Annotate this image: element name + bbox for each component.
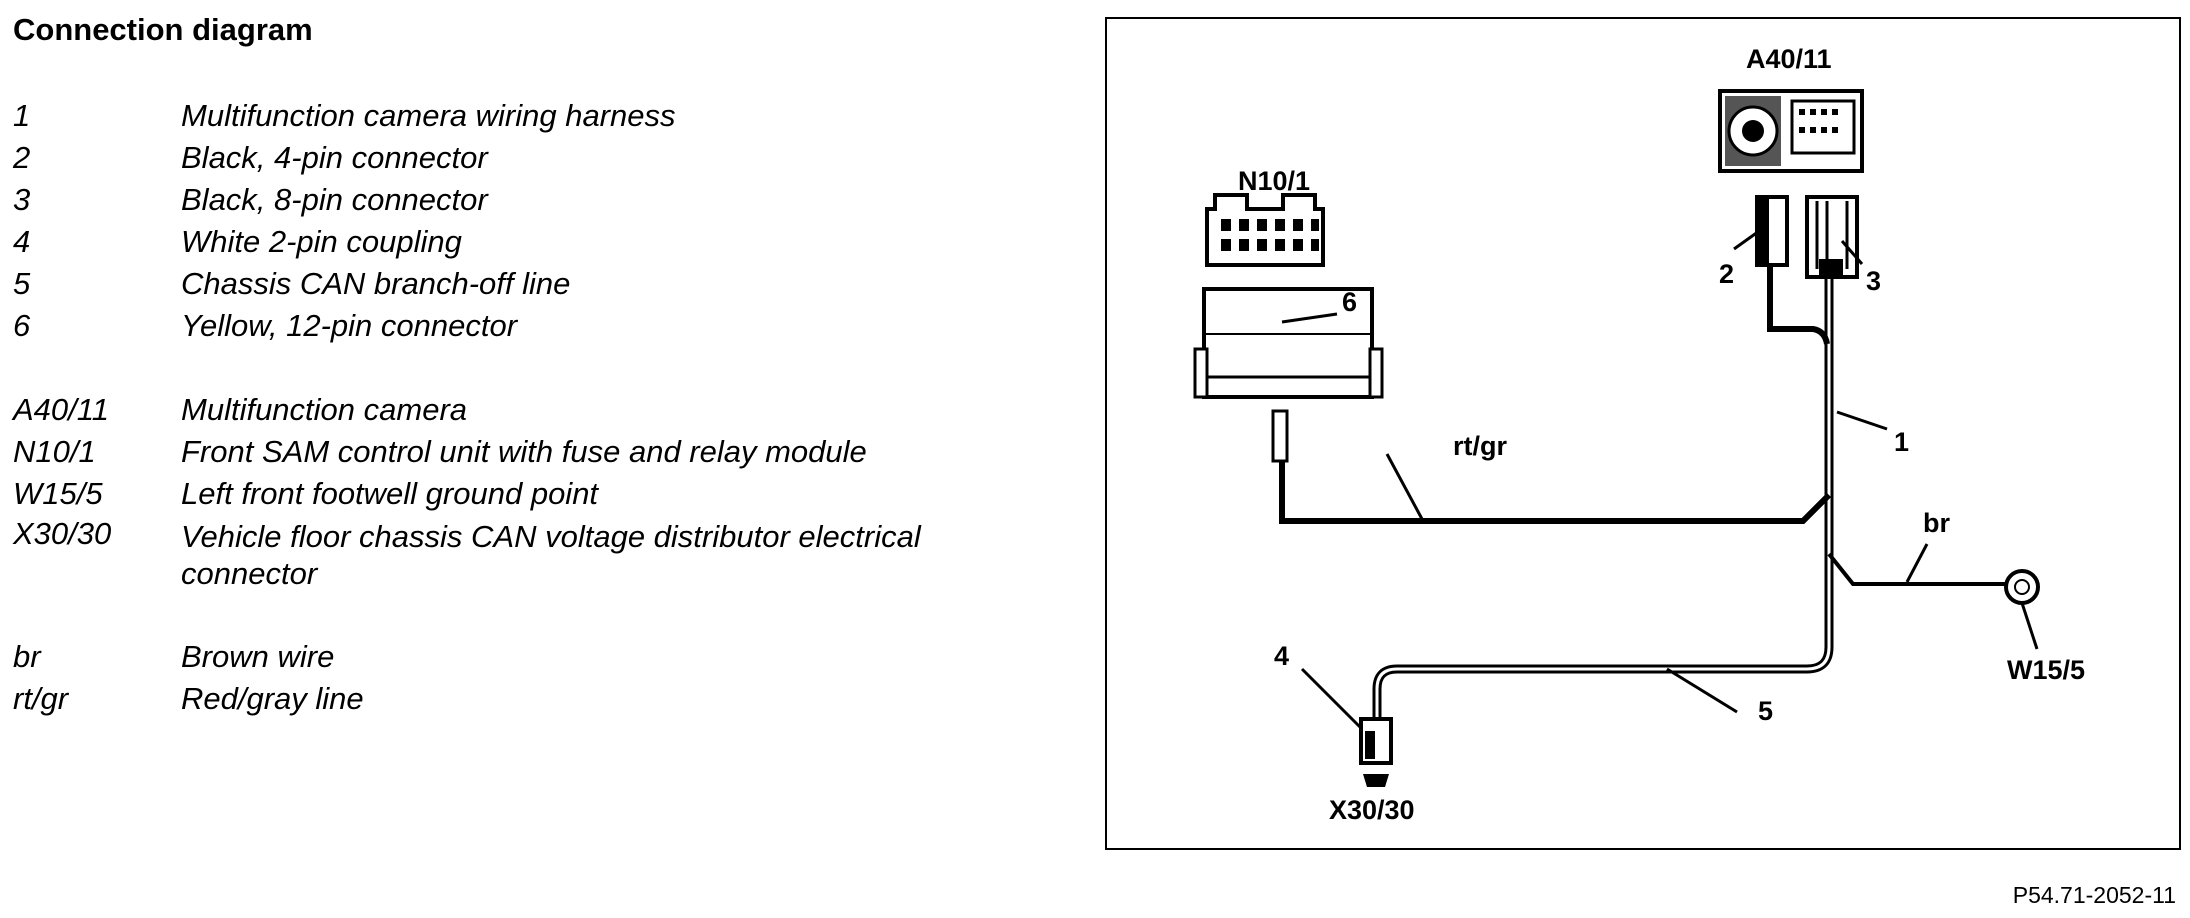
legend-item: N10/1 Front SAM control unit with fuse an…	[13, 431, 1063, 473]
label-3: 3	[1866, 266, 1881, 296]
leader-lines	[1281, 227, 2039, 731]
label-5: 5	[1758, 696, 1773, 726]
legend-text: Left front footwell ground point	[181, 476, 599, 511]
legend-text: Brown wire	[181, 639, 335, 674]
leader-line	[1840, 240, 1864, 265]
leader-line	[1385, 453, 1424, 520]
coupling-4	[1359, 717, 1393, 787]
legend-key: A40/11	[13, 392, 109, 427]
wire-harness-highlight	[1375, 202, 1831, 725]
ground-point-w15-5	[2004, 569, 2040, 605]
page-title: Connection diagram	[13, 12, 313, 47]
legend-key: 3	[13, 182, 31, 217]
legend-key: br	[13, 639, 41, 674]
legend-text: Red/gray line	[181, 681, 364, 716]
label-w15-5: W15/5	[2007, 655, 2085, 685]
legend-text: Front SAM control unit with fuse and rel…	[181, 434, 867, 469]
wiring-diagram: A40/11 N10/1 W15/5 X30/30 1 2 3 4 5 6 rt…	[1193, 44, 2085, 825]
legend-key: 2	[13, 140, 31, 175]
leader-line	[1300, 667, 1364, 731]
connector-6	[1193, 287, 1384, 463]
connector-3	[1805, 195, 1859, 279]
legend-item: rt/gr Red/gray line	[13, 678, 1063, 720]
control-unit-n10-1	[1205, 193, 1325, 267]
label-x30-30: X30/30	[1329, 795, 1415, 825]
leader-line	[1905, 543, 1929, 583]
figure-reference: P54.71-2052-11	[2012, 882, 2176, 908]
legend-item: X30/30 Vehicle floor chassis CAN voltage …	[13, 515, 1063, 594]
legend-text: Vehicle floor chassis CAN voltage distri…	[181, 519, 921, 591]
leader-line	[1666, 667, 1738, 714]
legend-key: 5	[13, 266, 31, 301]
legend-text: Black, 4-pin connector	[181, 140, 488, 175]
legend-text: Yellow, 12-pin connector	[181, 308, 518, 343]
legend-text: Black, 8-pin connector	[181, 182, 488, 217]
leader-line	[1281, 312, 1338, 324]
legend-key: N10/1	[13, 434, 96, 469]
legend-text: Chassis CAN branch-off line	[181, 266, 571, 301]
legend-key: 4	[13, 224, 31, 259]
legend-text: Multifunction camera	[181, 392, 468, 427]
legend-key: rt/gr	[13, 681, 69, 716]
legend-spacer	[13, 594, 1063, 636]
legend-item: 2 Black, 4-pin connector	[13, 137, 1063, 179]
leader-line	[1733, 227, 1763, 251]
label-4: 4	[1274, 641, 1289, 671]
legend-item: 4 White 2-pin coupling	[13, 221, 1063, 263]
label-br: br	[1923, 508, 1950, 538]
legend-key: X30/30	[13, 516, 112, 551]
legend-key: 1	[13, 98, 31, 133]
camera-a40-11	[1718, 89, 1864, 173]
legend-item: 3 Black, 8-pin connector	[13, 179, 1063, 221]
wire-br	[1827, 552, 2007, 586]
legend-item: 5 Chassis CAN branch-off line	[13, 263, 1063, 305]
leader-line	[1836, 410, 1888, 431]
label-n10-1: N10/1	[1238, 166, 1310, 196]
label-6: 6	[1342, 287, 1357, 317]
wire-rt-gr	[1279, 417, 1832, 524]
legend-item: 1 Multifunction camera wiring harness	[13, 95, 1063, 137]
wire-harness-1	[1372, 202, 1834, 725]
diagram-frame: A40/11 N10/1 W15/5 X30/30 1 2 3 4 5 6 rt…	[1105, 17, 2181, 850]
label-1: 1	[1894, 427, 1909, 457]
legend-item: W15/5 Left front footwell ground point	[13, 473, 1063, 515]
leader-line	[2020, 602, 2039, 650]
connector-2	[1755, 195, 1789, 267]
legend-text: Multifunction camera wiring harness	[181, 98, 676, 133]
label-a40-11: A40/11	[1746, 44, 1832, 74]
wire-connector-2	[1767, 267, 1830, 345]
legend-key: W15/5	[13, 476, 103, 511]
legend-item: A40/11 Multifunction camera	[13, 389, 1063, 431]
legend-item: br Brown wire	[13, 636, 1063, 678]
legend-spacer	[13, 347, 1063, 389]
label-2: 2	[1719, 259, 1734, 289]
legend-item: 6 Yellow, 12-pin connector	[13, 305, 1063, 347]
label-rt-gr: rt/gr	[1453, 431, 1507, 461]
legend-key: 6	[13, 308, 31, 343]
legend-text: White 2-pin coupling	[181, 224, 462, 259]
